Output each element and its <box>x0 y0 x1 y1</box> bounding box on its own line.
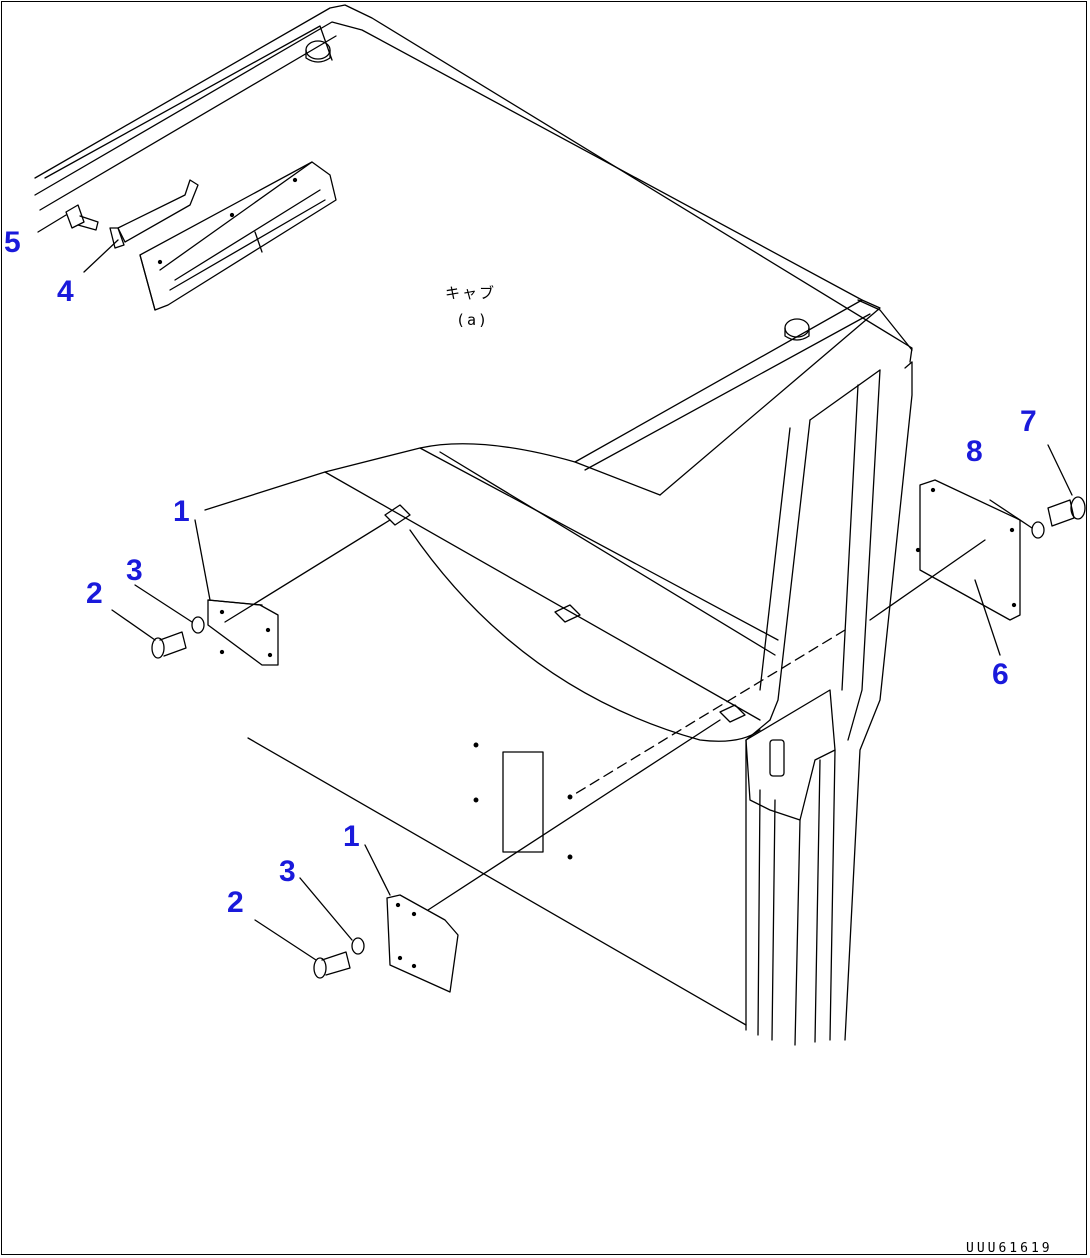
bolt-right <box>1047 496 1086 527</box>
callout-3: 3 <box>126 554 143 587</box>
callout-1: 1 <box>173 495 190 528</box>
cover-plate-lower <box>386 894 459 993</box>
cab-side-wall <box>247 737 747 1026</box>
callout-8: 8 <box>966 435 983 468</box>
inner-panel <box>324 443 779 742</box>
callout-5: 5 <box>4 226 21 259</box>
bolt-upper <box>151 631 187 659</box>
cover-plate-right <box>915 479 1021 621</box>
callout-4: 4 <box>57 275 74 308</box>
cab-label-name: キャブ <box>445 284 497 302</box>
callout-6: 6 <box>992 658 1009 691</box>
washer-right <box>1031 521 1045 539</box>
callout-1: 1 <box>343 820 360 853</box>
callout-2: 2 <box>227 886 244 919</box>
drawing-id: UUU61619 <box>966 1241 1053 1256</box>
cab-label-code: (a) <box>456 311 490 329</box>
cover-plate-upper <box>207 599 279 666</box>
right-pillar <box>745 361 913 1046</box>
callout-7: 7 <box>1020 405 1037 438</box>
leader-lines <box>37 214 1073 961</box>
air-duct <box>65 161 337 311</box>
callout-3: 3 <box>279 855 296 888</box>
washer-upper <box>191 616 205 634</box>
cab-roof <box>34 4 913 496</box>
washer-lower <box>351 937 365 955</box>
callout-2: 2 <box>86 577 103 610</box>
bolt-lower <box>313 951 351 979</box>
